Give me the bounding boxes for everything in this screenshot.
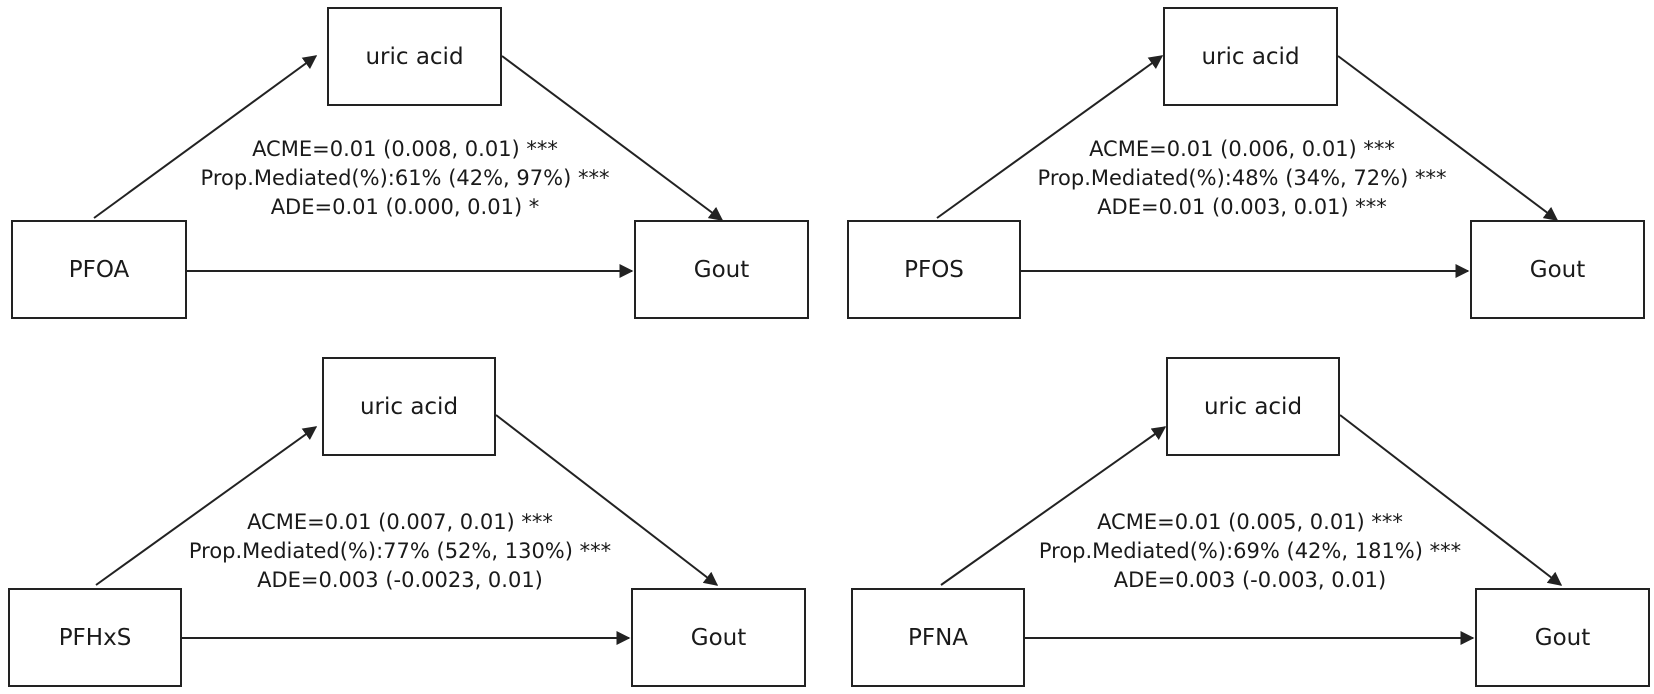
exposure-box: PFHxS (8, 588, 182, 687)
mediator-label: uric acid (1201, 43, 1300, 70)
outcome-label: Gout (1529, 256, 1586, 283)
outcome-label: Gout (1534, 624, 1591, 651)
arrow-exposure-to-mediator (95, 426, 318, 586)
acme-text: ACME=0.01 (0.007, 0.01) *** (247, 510, 553, 534)
arrow-exposure-to-mediator (940, 426, 1167, 586)
outcome-box: Gout (634, 220, 809, 319)
diagram-arrows (93, 55, 724, 278)
mediator-label: uric acid (359, 393, 459, 420)
exposure-label: PFHxS (58, 624, 132, 651)
mediator-box: uric acid (322, 357, 496, 456)
exposure-box: PFOA (11, 220, 187, 319)
mediation-diagram-pfoa: uric acid PFOA Gout ACME=0.01 (0.008, 0.… (0, 0, 827, 347)
prop-mediated-text: Prop.Mediated(%):48% (34%, 72%) *** (1037, 166, 1447, 190)
outcome-box: Gout (1475, 588, 1650, 687)
exposure-label: PFNA (907, 624, 969, 651)
mediation-stats: ACME=0.01 (0.007, 0.01) *** Prop.Mediate… (189, 508, 611, 595)
ade-text: ADE=0.003 (-0.0023, 0.01) (257, 568, 543, 592)
acme-text: ACME=0.01 (0.005, 0.01) *** (1097, 510, 1403, 534)
prop-mediated-text: Prop.Mediated(%):77% (52%, 130%) *** (188, 539, 612, 563)
mediator-label: uric acid (1203, 393, 1303, 420)
exposure-box: PFOS (847, 220, 1021, 319)
exposure-label: PFOA (68, 256, 130, 283)
exposure-box: PFNA (851, 588, 1025, 687)
prop-mediated-text: Prop.Mediated(%):69% (42%, 181%) *** (1038, 539, 1462, 563)
arrow-mediator-to-outcome (1337, 55, 1559, 221)
arrow-mediator-to-outcome (501, 55, 724, 221)
ade-text: ADE=0.01 (0.003, 0.01) *** (1097, 195, 1387, 219)
mediator-box: uric acid (327, 7, 502, 106)
outcome-box: Gout (1470, 220, 1645, 319)
mediation-diagram-pfhxs: uric acid PFHxS Gout ACME=0.01 (0.007, 0… (0, 347, 827, 694)
exposure-label: PFOS (904, 256, 964, 283)
mediator-box: uric acid (1166, 357, 1340, 456)
mediation-diagram-pfos: uric acid PFOS Gout ACME=0.01 (0.006, 0.… (827, 0, 1654, 347)
diagram-arrows (95, 414, 719, 645)
outcome-box: Gout (631, 588, 806, 687)
prop-mediated-text: Prop.Mediated(%):61% (42%, 97%) *** (200, 166, 610, 190)
arrow-exposure-to-mediator (936, 55, 1164, 219)
ade-text: ADE=0.01 (0.000, 0.01) * (270, 195, 540, 219)
acme-text: ACME=0.01 (0.006, 0.01) *** (1089, 137, 1395, 161)
arrow-mediator-to-outcome (1339, 414, 1563, 586)
mediation-diagram-pfna: uric acid PFNA Gout ACME=0.01 (0.005, 0.… (827, 347, 1654, 694)
mediator-label: uric acid (365, 43, 464, 70)
mediator-box: uric acid (1163, 7, 1338, 106)
diagram-arrows (940, 414, 1563, 645)
mediation-stats: ACME=0.01 (0.006, 0.01) *** Prop.Mediate… (1038, 135, 1447, 222)
arrow-exposure-to-mediator (93, 55, 318, 219)
mediation-stats: ACME=0.01 (0.008, 0.01) *** Prop.Mediate… (201, 135, 610, 222)
arrow-mediator-to-outcome (495, 414, 719, 586)
acme-text: ACME=0.01 (0.008, 0.01) *** (252, 137, 558, 161)
outcome-label: Gout (693, 256, 750, 283)
mediation-stats: ACME=0.01 (0.005, 0.01) *** Prop.Mediate… (1039, 508, 1461, 595)
ade-text: ADE=0.003 (-0.003, 0.01) (1113, 568, 1387, 592)
diagram-arrows (936, 55, 1559, 278)
outcome-label: Gout (690, 624, 747, 651)
